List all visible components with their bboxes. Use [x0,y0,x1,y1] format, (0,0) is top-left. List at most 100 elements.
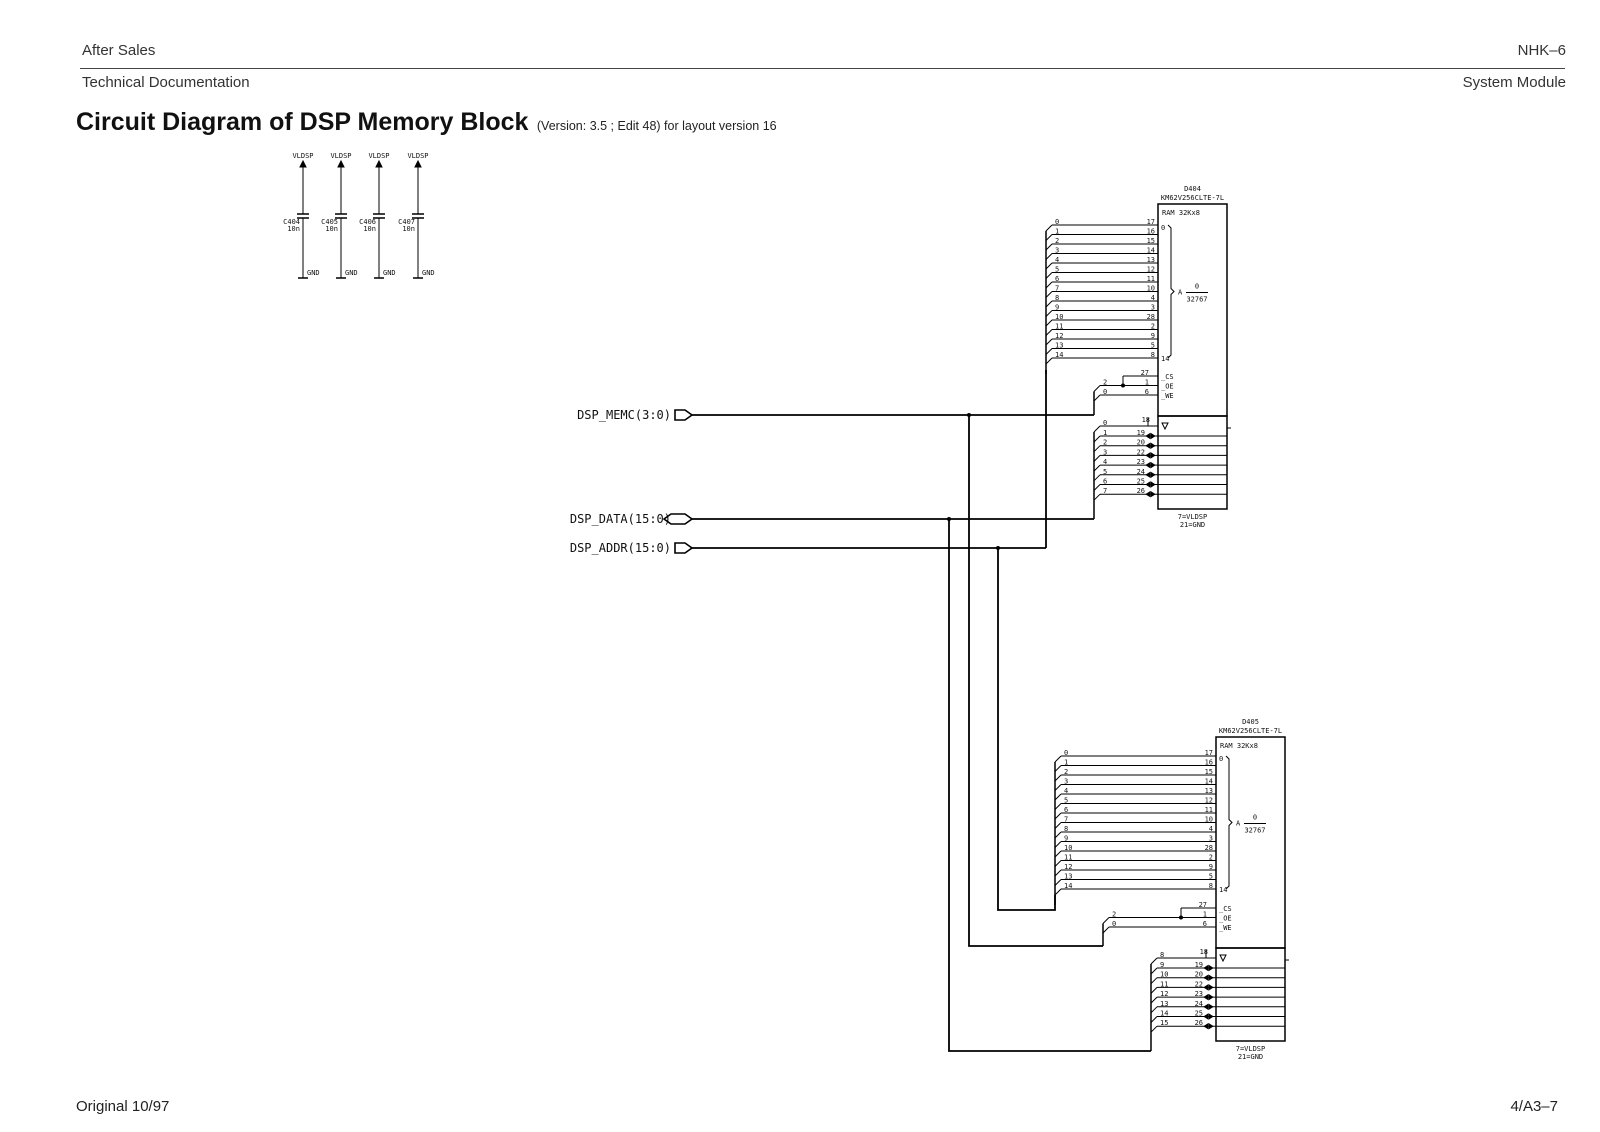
data-entry [1150,977,1158,985]
data-bit-label: 14 [1160,1010,1168,1018]
bus-port-label: DSP_ADDR(15:0) [570,541,671,555]
data-arrow-in [1150,452,1156,459]
address-bit-label: 10 [1055,313,1063,321]
address-bit-label: 8 [1064,825,1068,833]
address-pin-number: 12 [1205,797,1213,805]
data-arrow-out [1203,993,1209,1001]
oe-bit-label: 8 [1160,951,1164,959]
address-entry [1045,329,1053,336]
data-entry [1093,464,1101,472]
data-arrow-in [1150,490,1156,498]
address-range-top: 0 [1161,224,1165,232]
oe-bit-label: 0 [1103,419,1107,427]
bus-port-symbol [674,542,694,554]
memc-entry [1102,926,1110,934]
address-bit-label: 11 [1064,854,1072,862]
data-entry [1150,987,1158,994]
data-pin-number: 26 [1195,1019,1203,1027]
data-entry [1093,425,1101,433]
footer-left: Original 10/97 [76,1098,170,1115]
memc-bus-to-d405 [968,415,1103,947]
control-pin-number: 1 [1203,911,1207,919]
address-bit-label: 12 [1055,332,1063,340]
data-arrow-out [1145,442,1151,449]
bus-port-label: DSP_MEMC(3:0) [577,408,671,422]
addr-port: DSP_ADDR(15:0) [570,541,694,555]
address-entry [1054,841,1062,848]
addr-bus-to-d405 [997,548,1056,911]
address-bit-label: 2 [1055,237,1059,245]
address-entry [1045,272,1053,279]
address-brace [1225,755,1233,890]
control-pin-name: _CS [1161,373,1174,381]
chip-body-lower [1215,947,1286,1042]
memc-entry [1102,917,1110,924]
address-entry [1045,262,1053,270]
address-pin-number: 13 [1147,256,1155,264]
address-entry [1045,338,1053,346]
data-bit-label: 12 [1160,990,1168,998]
capacitor-value: 10n [402,225,415,233]
data-arrow-in [1208,1022,1214,1030]
data-arrow-out [1145,471,1151,479]
chip-type: RAM 32Kx8 [1220,742,1258,750]
header-left-top: After Sales [82,42,156,59]
bus-wiring [692,370,1151,1052]
address-pin-number: 11 [1205,806,1213,814]
address-bit-label: 6 [1064,806,1068,814]
chip-part: KM62V256CLTE-7L [1161,194,1224,202]
address-entry [1045,243,1053,251]
data-bit-label: 3 [1103,448,1107,456]
data-arrow-out [1145,461,1151,469]
control-pin-number: 27 [1199,901,1207,909]
chip-part: KM62V256CLTE-7L [1219,727,1282,735]
data-entry [1150,967,1158,975]
address-bit-label: 13 [1064,873,1072,881]
data-entry [1093,455,1101,462]
address-bit-label: 1 [1055,228,1059,236]
address-entry [1054,755,1062,763]
control-pin-number: 6 [1203,920,1207,928]
address-pin-number: 17 [1205,749,1213,757]
data-entry [1150,1025,1158,1033]
address-pin-number: 12 [1147,266,1155,274]
chip-ref: D405 [1242,718,1259,726]
data-pin-number: 25 [1137,478,1145,486]
data-pin-number: 22 [1195,980,1203,988]
address-bit-label: 5 [1055,266,1059,274]
address-bit-label: 8 [1055,294,1059,302]
control-pin-number: 1 [1145,379,1149,387]
address-pin-number: 11 [1147,275,1155,283]
data-entry [1150,1006,1158,1014]
address-bit-label: 10 [1064,844,1072,852]
range-from: 0 [1195,283,1199,291]
address-pin-number: 15 [1205,768,1213,776]
data-pin-number: 19 [1137,429,1145,437]
address-bit-label: 11 [1055,323,1063,331]
control-pin-number: 6 [1145,388,1149,396]
range-label: A [1236,820,1241,828]
address-bit-label: 12 [1064,863,1072,871]
data-pin-number: 19 [1195,961,1203,969]
data-entry [1093,474,1101,482]
capacitor-ref: C407 [398,218,415,226]
address-pin-number: 9 [1209,863,1213,871]
header-rule [80,68,1565,69]
data-bit-label: 9 [1160,961,1164,969]
address-entry [1054,803,1062,810]
capacitor-ref: C406 [359,218,376,226]
address-pin-number: 13 [1205,787,1213,795]
data-arrow-in [1208,1003,1214,1011]
data-port: DSP_DATA(15:0) [570,512,694,526]
chip-ground: 21=GND [1238,1053,1263,1061]
control-pin-name: _OE [1161,383,1174,391]
data-arrow-in [1208,974,1214,981]
capacitor-supply-label: VLDSP [292,152,313,160]
data-entry [1150,1016,1158,1023]
data-bus-to-d405 [948,519,1151,1052]
chip-ref: D404 [1184,185,1201,193]
bus-port-label: DSP_DATA(15:0) [570,512,671,526]
data-pin-number: 26 [1137,487,1145,495]
